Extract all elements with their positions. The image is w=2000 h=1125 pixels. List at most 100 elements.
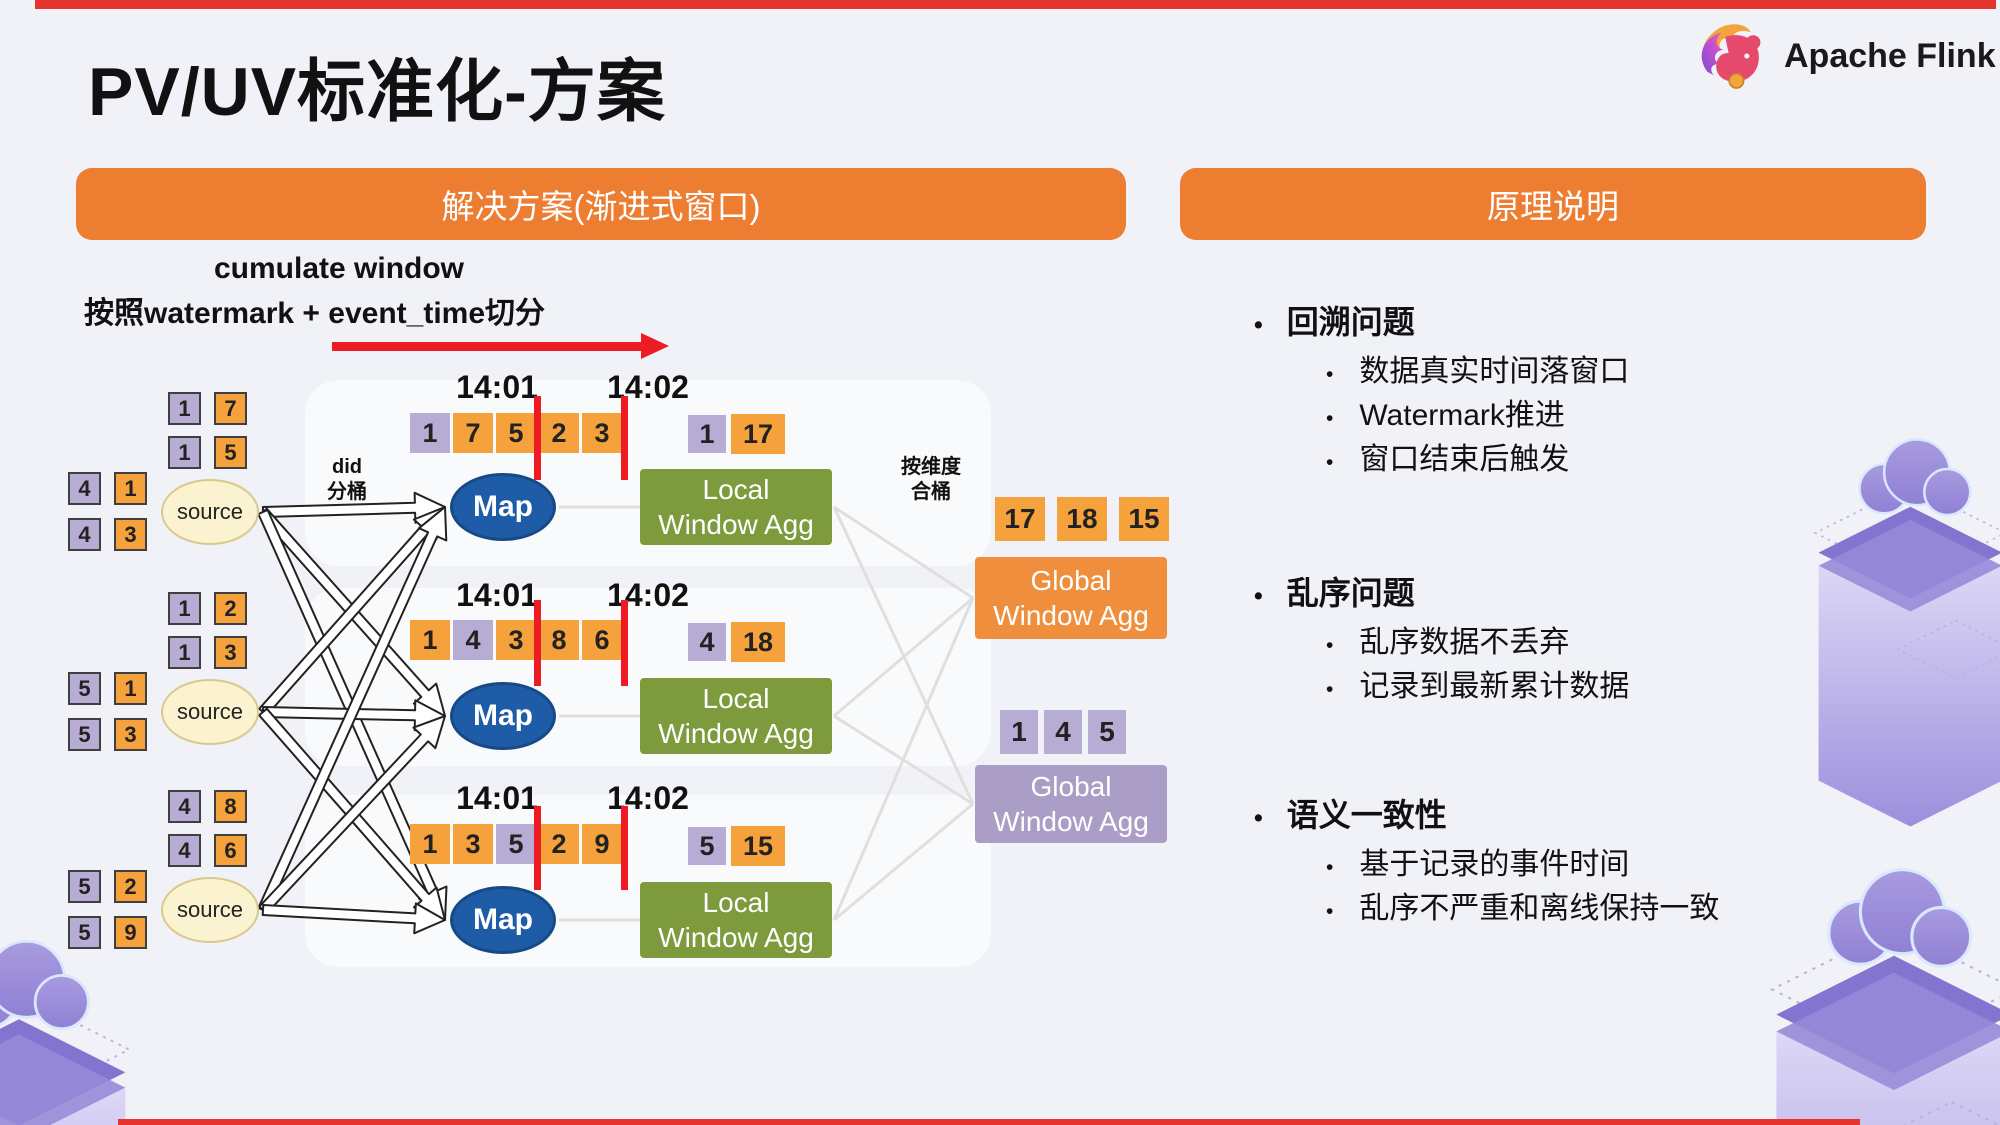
event-box: 5	[214, 436, 247, 469]
window-cut-line	[534, 806, 541, 890]
event-box: 5	[68, 718, 101, 751]
event-box: 3	[214, 636, 247, 669]
top-red-strip	[35, 0, 1996, 9]
window-time-label: 14:02	[607, 780, 689, 816]
event-box: 1	[168, 392, 201, 425]
stream-value-box: 1	[410, 824, 450, 864]
bullet-icon: •	[1326, 634, 1334, 657]
principle-title-row: •语义一致性	[1254, 790, 1944, 839]
principle-group: •语义一致性•基于记录的事件时间•乱序不严重和离线保持一致	[1254, 790, 1944, 927]
local-window-agg-label: Local	[702, 887, 770, 918]
bullet-icon: •	[1326, 363, 1334, 386]
agg-result-box: 15	[731, 826, 785, 866]
flow-line	[833, 505, 974, 600]
global-result-box: 4	[1044, 710, 1082, 754]
agg-result-box: 5	[688, 827, 726, 865]
agg-result-box: 18	[731, 622, 785, 662]
principle-item-row: •窗口结束后触发	[1254, 434, 1944, 478]
stream-value-box: 7	[453, 413, 493, 453]
source-node: source	[161, 479, 259, 545]
principle-title: 乱序问题	[1286, 575, 1415, 611]
flow-line	[832, 597, 975, 921]
window-cut-line	[621, 600, 628, 686]
global-window-agg-label: Window Agg	[993, 806, 1149, 837]
event-box: 3	[114, 718, 147, 751]
timeline-red-arrow	[332, 333, 669, 359]
bullet-icon: •	[1326, 678, 1334, 701]
did-bucket-label: did 分桶	[317, 455, 377, 505]
principle-item: 数据真实时间落窗口	[1359, 355, 1630, 388]
event-box: 4	[68, 518, 101, 551]
shuffle-arrow	[257, 506, 448, 914]
global-result-box: 18	[1057, 497, 1107, 541]
principle-item-row: • 记录到最新累计数据	[1254, 661, 1944, 705]
global-result-box: 15	[1119, 497, 1169, 541]
did-bucket-label-line1: did	[332, 456, 362, 478]
merge-bucket-label-line1: 按维度	[901, 456, 961, 478]
source-label: source	[176, 699, 244, 724]
window-time-label: 14:02	[607, 369, 689, 405]
event-box: 1	[168, 436, 201, 469]
event-box: 8	[214, 790, 247, 823]
principle-group: •乱序问题•乱序数据不丢弃•记录到最新累计数据	[1254, 568, 1944, 705]
global-result-box: 5	[1088, 710, 1126, 754]
local-window-agg-label: Window Agg	[658, 718, 814, 749]
map-node: Map	[450, 682, 556, 750]
shuffle-arrow	[258, 715, 446, 915]
principle-item-row: •乱序不严重和离线保持一致	[1254, 883, 1944, 927]
bullet-icon: •	[1326, 900, 1334, 923]
bullet-icon: •	[1254, 582, 1263, 610]
event-box: 1	[114, 472, 147, 505]
stream-value-box: 3	[453, 824, 493, 864]
principle-item: 记录到最新累计数据	[1359, 670, 1630, 703]
event-box: 5	[68, 672, 101, 705]
principle-title: 回溯问题	[1286, 304, 1415, 340]
principle-title-row: • 乱序问题	[1254, 568, 1944, 617]
window-cut-line	[621, 396, 628, 480]
agg-result-box: 4	[688, 623, 726, 661]
stream-value-box: 4	[453, 620, 493, 660]
source-node: source	[161, 679, 259, 745]
logo-text: Apache Flink	[1784, 36, 1996, 75]
did-bucket-label-line2: 分桶	[327, 481, 367, 503]
stream-value-box: 2	[539, 413, 579, 453]
local-window-agg-label: Window Agg	[658, 509, 814, 540]
event-box: 1	[114, 672, 147, 705]
stream-value-box: 9	[582, 824, 622, 864]
stream-value-box: 2	[539, 824, 579, 864]
bottom-red-strip	[118, 1119, 1860, 1125]
principle-group: •回溯问题•数据真实时间落窗口•Watermark推进•窗口结束后触发	[1254, 297, 1944, 478]
local-window-agg-label: Local	[702, 474, 770, 505]
flow-line	[833, 802, 974, 922]
window-time-label: 14:02	[607, 577, 689, 613]
source-node: source	[161, 877, 259, 943]
stream-value-box: 5	[496, 824, 536, 864]
flow-line	[833, 596, 974, 718]
window-cut-line	[621, 806, 628, 890]
stream-value-box: 5	[496, 413, 536, 453]
principle-item: 基于记录的事件时间	[1359, 848, 1630, 881]
flink-squirrel-icon	[1701, 24, 1761, 89]
section-header-solution-label: 解决方案(渐进式窗口)	[441, 188, 761, 225]
event-box: 1	[168, 592, 201, 625]
shuffle-arrow	[261, 902, 446, 935]
event-box: 3	[114, 518, 147, 551]
map-node: Map	[450, 473, 556, 541]
event-box: 5	[68, 916, 101, 949]
shuffle-arrow	[261, 491, 446, 524]
event-box: 4	[168, 790, 201, 823]
bullet-icon: •	[1254, 804, 1263, 832]
event-box: 2	[214, 592, 247, 625]
stream-value-box: 1	[410, 620, 450, 660]
map-node: Map	[450, 886, 556, 954]
annotation-line2: 按照watermark + event_time切分	[84, 297, 546, 330]
event-box: 1	[168, 636, 201, 669]
section-header-principle: 原理说明	[1180, 168, 1926, 240]
event-box: 7	[214, 392, 247, 425]
